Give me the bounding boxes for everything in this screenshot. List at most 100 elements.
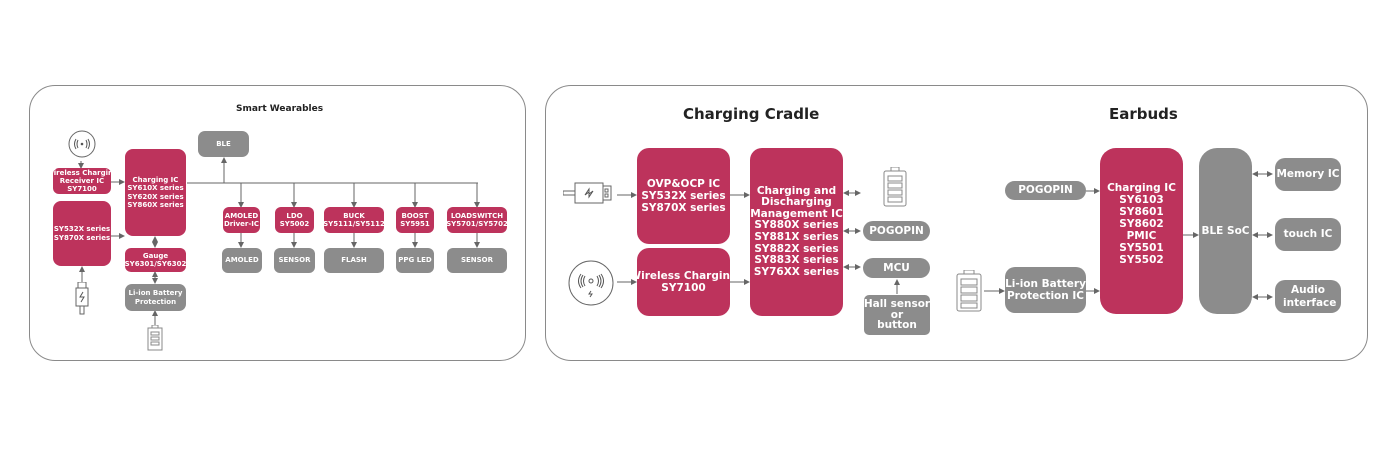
label: POGOPIN: [1018, 184, 1073, 197]
ovp-ocp-ic-block: OVP&OCP IC SY532X series SY870X series: [637, 148, 730, 244]
label: Charging IC: [132, 176, 179, 185]
label: BLE: [216, 139, 231, 148]
label: or: [890, 308, 904, 321]
label: SY5501: [1119, 242, 1164, 255]
mcu-block: MCU: [863, 258, 930, 278]
label: SY5502: [1119, 254, 1164, 267]
label: SY532X series: [53, 225, 111, 234]
battery-icon: [147, 325, 163, 351]
charge-discharge-mgmt-ic-block: Charging and Discharging Management IC S…: [750, 148, 843, 316]
amoled-driver-ic: AMOLED Driver-IC: [223, 207, 260, 233]
label: SENSOR: [460, 256, 494, 265]
ble-block: BLE: [198, 131, 249, 157]
label: Management IC: [750, 207, 843, 220]
buck-block: BUCK SY5111/SY5112: [323, 207, 385, 233]
label: BLE SoC: [1201, 224, 1250, 237]
label: FLASH: [341, 256, 367, 265]
amoled-target: AMOLED: [222, 248, 262, 273]
ldo-block: LDO SY5002: [275, 207, 314, 233]
label: Wireless Charging: [46, 168, 118, 177]
ovp-series-block: SY532X series SY870X series: [53, 201, 111, 266]
ldo-sensor-target: SENSOR: [274, 248, 315, 273]
label: POGOPIN: [869, 224, 924, 237]
label: SY880X series: [754, 219, 839, 232]
ppg-led-target: PPG LED: [396, 248, 434, 273]
label: Hall sensor: [863, 298, 931, 311]
memory-ic-block: Memory IC: [1275, 158, 1341, 191]
audio-interface-block: Audio interface: [1275, 280, 1341, 313]
earbuds-charging-ic-block: Charging IC SY6103 SY8601 SY8602 PMIC SY…: [1100, 148, 1183, 314]
label: SY6103: [1119, 194, 1164, 207]
label: SY7100: [661, 282, 706, 294]
label: SY8602: [1119, 218, 1164, 231]
flash-target: FLASH: [324, 248, 384, 273]
label: LDO: [286, 211, 303, 220]
label: SY870X series: [641, 202, 726, 215]
hall-sensor-block: Hall sensor or button: [864, 295, 930, 335]
label: PMIC: [1126, 230, 1157, 243]
label: SY76XX series: [753, 265, 840, 278]
label: Receiver IC: [59, 176, 105, 185]
label: Discharging: [761, 196, 832, 209]
label: Li-ion Battery: [128, 289, 183, 298]
label: PPG LED: [398, 256, 432, 265]
label: Charging and: [756, 184, 837, 197]
wireless-charging-block: Wireless Charging SY7100: [630, 248, 737, 316]
label: Li-ion Battery: [1005, 277, 1086, 290]
wireless-pad-icon: [68, 130, 96, 158]
battery-protection-block: Li-ion Battery Protection: [125, 284, 186, 311]
earbuds-pogopin-block: POGOPIN: [1005, 181, 1086, 200]
label: BUCK: [343, 211, 365, 220]
label: SY532X series: [641, 189, 726, 202]
label: SY870X series: [53, 233, 111, 242]
earbuds-title: Earbuds: [1109, 105, 1178, 123]
label: SY5701/SY5702: [446, 220, 508, 228]
label: SY882X series: [754, 242, 839, 255]
label: button: [877, 319, 917, 332]
label: SY6301/SY6302: [124, 260, 187, 268]
label: Memory IC: [1276, 168, 1340, 181]
battery-icon: [883, 167, 907, 207]
label: AMOLED: [225, 256, 259, 265]
label: Protection IC: [1006, 290, 1085, 302]
smart-wearables-title: Smart Wearables: [236, 104, 324, 114]
battery-icon: [956, 270, 982, 312]
label: SY860X series: [127, 200, 184, 209]
usb-cable-icon: [563, 182, 612, 204]
label: touch IC: [1283, 228, 1333, 241]
label: SY620X series: [127, 192, 184, 201]
label: Protection: [134, 297, 177, 306]
label: SY8601: [1119, 206, 1164, 219]
label: Charging IC: [1107, 182, 1176, 194]
label: SY7100: [67, 185, 97, 194]
label: SY610X series: [127, 184, 184, 193]
ble-soc-block: BLE SoC: [1199, 148, 1252, 314]
boost-block: BOOST SY5951: [396, 207, 434, 233]
label: MCU: [883, 261, 910, 274]
label: SY5951: [400, 220, 430, 228]
label: SY883X series: [754, 254, 839, 267]
label: Gauge: [142, 251, 169, 260]
charging-ic-block: Charging IC SY610X series SY620X series …: [125, 149, 186, 236]
label: OVP&OCP IC: [646, 177, 721, 190]
label: LOADSWITCH: [450, 211, 504, 220]
cradle-pogopin-block: POGOPIN: [863, 221, 930, 241]
label: Driver-IC: [223, 220, 260, 228]
label: SENSOR: [278, 256, 311, 265]
loadswitch-block: LOADSWITCH SY5701/SY5702: [446, 207, 508, 233]
earbuds-battery-protection-block: Li-ion Battery Protection IC: [1005, 267, 1086, 313]
gauge-block: Gauge SY6301/SY6302: [125, 248, 186, 272]
label: Wireless Charging: [629, 269, 738, 282]
label: SY5111/SY5112: [323, 220, 385, 228]
loadswitch-sensor-target: SENSOR: [447, 248, 507, 273]
label: BOOST: [401, 211, 429, 220]
wireless-charging-receiver-ic: Wireless Charging Receiver IC SY7100: [46, 168, 118, 194]
charging-cradle-title: Charging Cradle: [683, 105, 820, 123]
label: SY881X series: [754, 231, 839, 243]
label: Audio interface: [1283, 284, 1337, 309]
touch-ic-block: touch IC: [1275, 218, 1341, 251]
label: AMOLED: [224, 211, 259, 220]
wireless-charging-pad-icon: [568, 260, 614, 306]
usb-plug-icon: [75, 282, 89, 315]
label: SY5002: [279, 220, 310, 228]
